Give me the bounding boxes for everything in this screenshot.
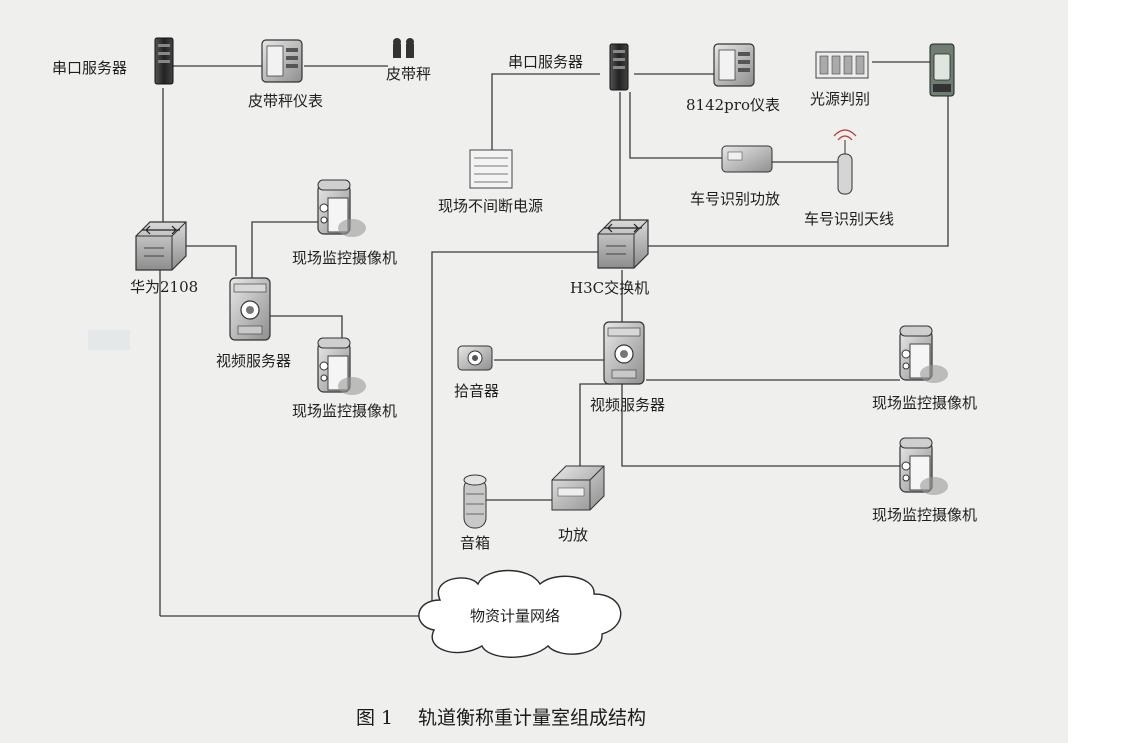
belt-scale-icon — [393, 38, 414, 58]
antenna-icon — [833, 129, 857, 195]
camera-2 — [317, 337, 367, 396]
network-switch-icon — [135, 221, 187, 271]
label-plate-amp: 车号识别功放 — [690, 190, 780, 208]
label-belt-scale: 皮带秤 — [386, 65, 431, 83]
label-video-server-left: 视频服务器 — [216, 352, 291, 370]
network-cloud — [418, 569, 622, 658]
label-network: 物资计量网络 — [470, 607, 560, 625]
camera-icon — [899, 437, 949, 496]
video-server-icon — [603, 321, 645, 385]
camera-icon — [317, 337, 367, 396]
light-source-icon — [815, 51, 869, 79]
label-video-server-right: 视频服务器 — [590, 396, 665, 414]
microphone-icon — [457, 345, 493, 371]
connection-lines — [159, 61, 949, 617]
diagram-page: 串口服务器 皮带秤仪表 皮带秤 串口服务器 8142pro仪表 光源判别 现场不… — [0, 0, 1068, 743]
label-camera-3: 现场监控摄像机 — [872, 394, 977, 412]
label-belt-scale-meter: 皮带秤仪表 — [248, 92, 323, 110]
serial-server-icon — [609, 43, 629, 91]
label-serial-server-left: 串口服务器 — [52, 59, 127, 77]
plate-amplifier — [721, 145, 773, 173]
label-light-source: 光源判别 — [810, 90, 870, 108]
meter-icon — [713, 43, 755, 87]
label-huawei-switch: 华为2108 — [130, 278, 198, 296]
serial-server-left — [154, 37, 174, 85]
light-source-judge — [815, 51, 869, 79]
camera-1 — [317, 179, 367, 238]
label-speaker: 音箱 — [460, 534, 490, 552]
speaker-icon — [463, 474, 487, 529]
camera-3 — [899, 325, 949, 384]
camera-icon — [317, 179, 367, 238]
h3c-switch — [597, 219, 649, 269]
cloud-icon — [418, 569, 622, 658]
huawei-switch — [135, 221, 187, 271]
video-server-right — [603, 321, 645, 385]
ups — [469, 149, 513, 189]
amplifier-icon — [551, 465, 605, 511]
label-camera-4: 现场监控摄像机 — [872, 506, 977, 524]
meter-icon — [261, 39, 303, 83]
label-amplifier: 功放 — [558, 526, 588, 544]
decor-patch — [88, 330, 130, 350]
figure-number: 图 1 — [356, 707, 393, 729]
label-meter-8142: 8142pro仪表 — [686, 96, 780, 114]
amplifier — [551, 465, 605, 511]
meter-8142 — [713, 43, 755, 87]
camera-icon — [899, 325, 949, 384]
belt-scale — [393, 38, 414, 58]
belt-scale-meter — [261, 39, 303, 83]
io-module-icon — [929, 43, 955, 97]
ups-icon — [469, 149, 513, 189]
label-camera-1: 现场监控摄像机 — [292, 249, 397, 267]
label-pickup: 拾音器 — [454, 382, 499, 400]
amplifier-icon — [721, 145, 773, 173]
figure-title: 轨道衡称重计量室组成结构 — [418, 707, 646, 729]
network-diagram: 串口服务器 皮带秤仪表 皮带秤 串口服务器 8142pro仪表 光源判别 现场不… — [52, 37, 977, 729]
video-server-left — [229, 277, 271, 341]
serial-server-right — [609, 43, 629, 91]
label-plate-antenna: 车号识别天线 — [804, 210, 894, 228]
label-camera-2: 现场监控摄像机 — [292, 402, 397, 420]
serial-server-icon — [154, 37, 174, 85]
pickup — [457, 345, 493, 371]
io-module — [929, 43, 955, 97]
label-ups: 现场不间断电源 — [438, 197, 543, 215]
label-serial-server-right: 串口服务器 — [508, 53, 583, 71]
plate-antenna — [833, 129, 857, 195]
label-h3c-switch: H3C交换机 — [570, 279, 649, 297]
video-server-icon — [229, 277, 271, 341]
camera-4 — [899, 437, 949, 496]
network-switch-icon — [597, 219, 649, 269]
speaker — [463, 474, 487, 529]
